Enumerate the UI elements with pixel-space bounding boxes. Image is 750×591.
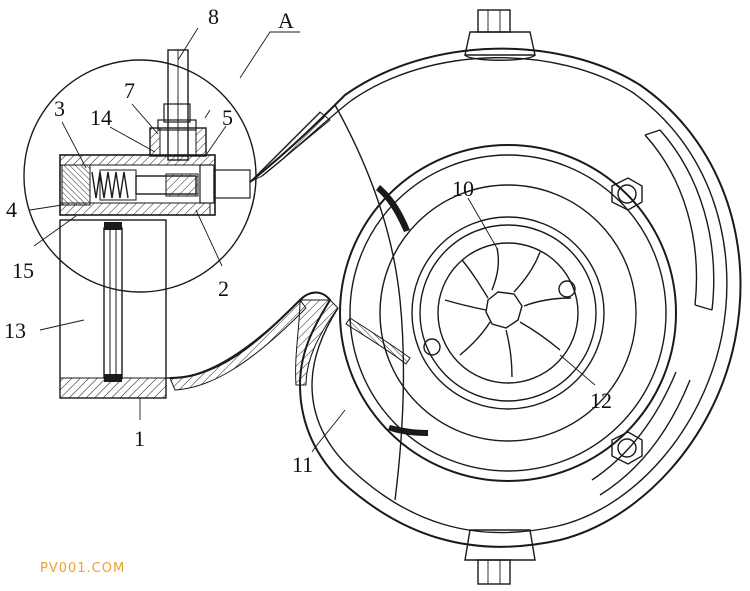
label-1: 1 — [134, 426, 145, 451]
detail-circle-a — [23, 59, 257, 293]
label-11: 11 — [292, 452, 313, 477]
label-14: 14 — [90, 105, 112, 130]
bolt-hole — [611, 431, 643, 465]
label-8: 8 — [208, 4, 219, 29]
label-12: 12 — [590, 388, 612, 413]
label-4: 4 — [6, 197, 17, 222]
top-bolt — [464, 9, 536, 61]
guide-vanes — [345, 185, 428, 436]
valve-assembly — [59, 49, 251, 216]
pump-body-rings — [339, 144, 677, 482]
impeller — [437, 242, 579, 384]
bottom-bolt — [464, 529, 536, 585]
label-13: 13 — [4, 318, 26, 343]
bolt-hole — [423, 280, 576, 356]
label-2: 2 — [218, 276, 229, 301]
bolt-hole — [611, 177, 643, 211]
watermark: PV001.COM — [40, 561, 125, 576]
label-a: A — [278, 8, 294, 33]
label-10: 10 — [452, 176, 474, 201]
label-3: 3 — [54, 96, 65, 121]
leader-lines — [29, 27, 596, 453]
label-7: 7 — [124, 78, 135, 103]
label-5: 5 — [222, 105, 233, 130]
inlet-pipe — [59, 219, 175, 399]
label-15: 15 — [12, 258, 34, 283]
volute-casing — [169, 47, 742, 548]
